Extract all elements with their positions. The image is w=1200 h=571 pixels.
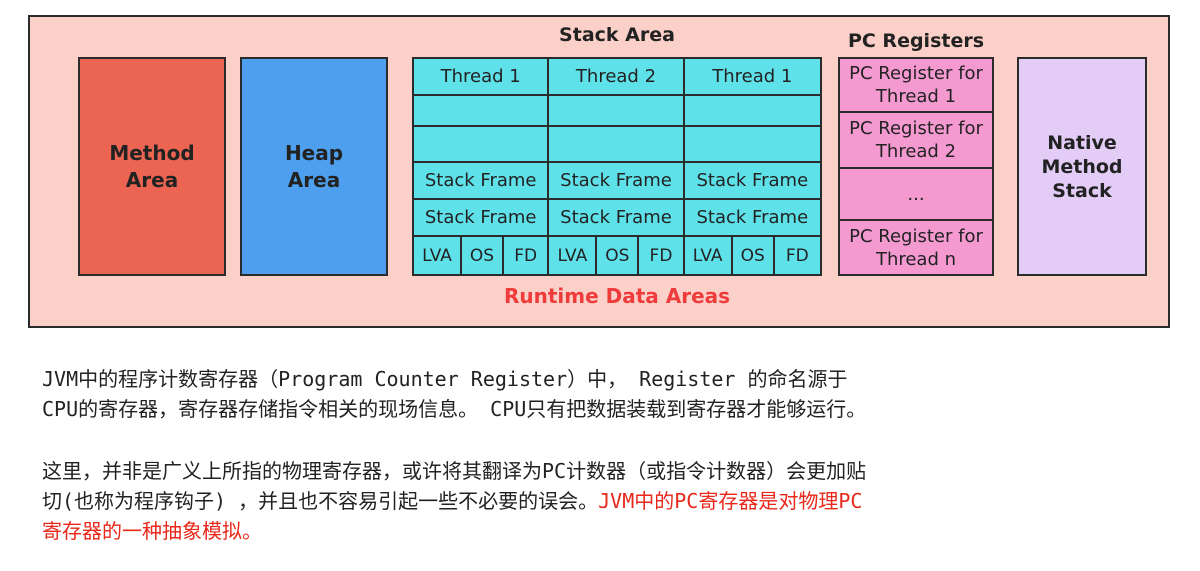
pc-registers-title: PC Registers (847, 30, 985, 52)
empty-stack-cell (684, 127, 820, 163)
frame-parts-cell: LVA OS FD (685, 237, 820, 274)
stack-area-title: Stack Area (559, 24, 675, 46)
stack-frame-cell: Stack Frame (684, 200, 820, 237)
os-label: OS (733, 237, 775, 274)
runtime-data-areas-label: Runtime Data Areas (503, 284, 731, 308)
pc-registers-grid: PC Register for Thread 1 PC Register for… (838, 57, 994, 276)
frame-parts-cell: LVA OS FD (414, 237, 550, 274)
native-method-stack-box: Native Method Stack (1017, 57, 1147, 276)
fd-label: FD (514, 245, 538, 266)
highlighted-text: JVM中的PC寄存器是对物理PC (598, 489, 863, 513)
lva-label: LVA (414, 237, 462, 274)
stack-frame-cell: Stack Frame (549, 200, 685, 237)
fd-label: FD (785, 245, 809, 266)
frame-parts-cell: LVA OS FD (549, 237, 685, 274)
stack-frame-cell: Stack Frame (414, 200, 550, 237)
os-label: OS (597, 237, 640, 274)
stack-frame-cell: Stack Frame (684, 163, 820, 200)
empty-stack-cell (414, 127, 550, 163)
method-area-box: Method Area (78, 57, 226, 276)
os-label: OS (462, 237, 504, 274)
empty-stack-cell (414, 96, 550, 127)
paragraph-line: CPU的寄存器，寄存器存储指令相关的现场信息。 CPU只有把数据装载到寄存器才能… (42, 397, 867, 421)
empty-stack-cell (549, 127, 685, 163)
thread-header: Thread 2 (549, 59, 685, 96)
thread-header: Thread 1 (414, 59, 550, 96)
thread-header: Thread 1 (684, 59, 820, 96)
pc-register-cell: PC Register for Thread 2 (840, 113, 992, 169)
fd-label: FD (649, 245, 673, 266)
pc-register-cell: PC Register for Thread n (849, 225, 983, 270)
stack-area-grid: Thread 1 Thread 2 Thread 1 Stack Frame S… (412, 57, 822, 276)
empty-stack-cell (684, 96, 820, 127)
description-paragraph-2: 这里，并非是广义上所指的物理寄存器，或许将其翻译为PC计数器（或指令计数器）会更… (42, 456, 1172, 546)
description-paragraph-1: JVM中的程序计数寄存器（Program Counter Register）中，… (42, 364, 1172, 424)
empty-stack-cell (549, 96, 685, 127)
pc-register-ellipsis: ... (840, 169, 992, 221)
paragraph-line: 这里，并非是广义上所指的物理寄存器，或许将其翻译为PC计数器（或指令计数器）会更… (42, 459, 867, 483)
paragraph-line: 切(也称为程序钩子) ，并且也不容易引起一些不必要的误会。JVM中的PC寄存器是… (42, 486, 1172, 516)
lva-label: LVA (549, 237, 598, 274)
paragraph-line: JVM中的程序计数寄存器（Program Counter Register）中，… (42, 367, 848, 391)
stack-frame-cell: Stack Frame (414, 163, 550, 200)
paragraph-text: 切(也称为程序钩子) ，并且也不容易引起一些不必要的误会。 (42, 489, 599, 513)
pc-register-cell: PC Register for Thread 1 (840, 59, 992, 113)
lva-label: LVA (685, 237, 733, 274)
highlighted-line: 寄存器的一种抽象模拟。 (42, 519, 262, 543)
stack-frame-cell: Stack Frame (549, 163, 685, 200)
heap-area-box: Heap Area (240, 57, 388, 276)
